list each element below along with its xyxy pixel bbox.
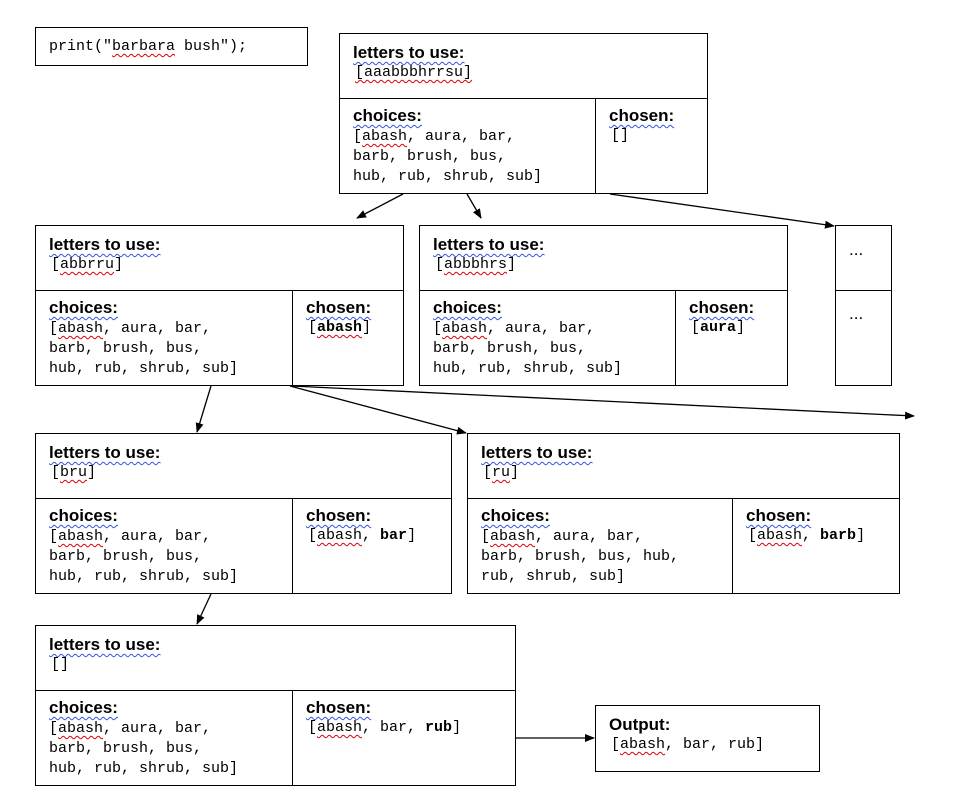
node-more: ... ... — [835, 225, 892, 386]
letters-cell: letters to use: [abbbhrs] — [420, 226, 787, 291]
letters-cell: letters to use: [bru] — [36, 434, 451, 499]
chosen-value: [abash, bar, rub] — [308, 719, 462, 736]
chosen-header: chosen: — [609, 106, 675, 125]
letters-cell: letters to use: [ru] — [468, 434, 899, 499]
chosen-header: chosen: — [306, 506, 372, 525]
node-barb: letters to use: [ru] choices: [abash, au… — [467, 433, 900, 594]
node-abash: letters to use: [abbrru] choices: [abash… — [35, 225, 404, 386]
ellipsis-bottom-cell: ... — [836, 291, 891, 385]
output-value: [abash, bar, rub] — [611, 736, 765, 753]
ellipsis-top: ... — [849, 240, 864, 259]
chosen-cell: chosen: [abash, bar, rub] — [293, 691, 515, 785]
letters-header: letters to use: — [49, 443, 161, 462]
arrow-root-to-more — [609, 193, 835, 229]
letters-header: letters to use: — [433, 235, 545, 254]
chosen-header: chosen: — [306, 298, 372, 317]
arrow-root-to-abash — [356, 193, 404, 219]
letters-value: [] — [51, 656, 70, 673]
choices-header: choices: — [481, 506, 550, 525]
chosen-value: [abash] — [308, 319, 372, 336]
choices-cell: choices: [abash, aura, bar,barb, brush, … — [468, 499, 733, 593]
chosen-value: [] — [611, 127, 630, 144]
chosen-cell: chosen: [] — [596, 99, 707, 193]
letters-value: [bru] — [51, 464, 97, 481]
letters-header: letters to use: — [481, 443, 593, 462]
chosen-value: [abash, bar] — [308, 527, 417, 544]
choices-cell: choices: [abash, aura, bar,barb, brush, … — [36, 499, 293, 593]
output-box: Output: [abash, bar, rub] — [595, 705, 820, 772]
chosen-value: [aura] — [691, 319, 746, 336]
letters-cell: letters to use: [abbrru] — [36, 226, 403, 291]
chosen-header: chosen: — [689, 298, 755, 317]
choices-cell: choices: [abash, aura, bar,barb, brush, … — [36, 691, 293, 785]
node-bar: letters to use: [bru] choices: [abash, a… — [35, 433, 452, 594]
ellipsis-top-cell: ... — [836, 226, 891, 291]
letters-value: [abbrru] — [51, 256, 124, 273]
arrow-abash-to-bar — [195, 385, 212, 433]
choices-list: [abash, aura, bar,barb, brush, bus,hub, … — [49, 720, 239, 777]
letters-header: letters to use: — [49, 635, 161, 654]
choices-header: choices: — [353, 106, 422, 125]
choices-header: choices: — [49, 298, 118, 317]
choices-list: [abash, aura, bar,barb, brush, bus,hub, … — [49, 528, 239, 585]
choices-list: [abash, aura, bar,barb, brush, bus,hub, … — [433, 320, 623, 377]
letters-value: [abbbhrs] — [435, 256, 517, 273]
node-aura: letters to use: [abbbhrs] choices: [abas… — [419, 225, 788, 386]
chosen-cell: chosen: [abash] — [293, 291, 403, 385]
letters-header: letters to use: — [353, 43, 465, 62]
chosen-value: [abash, barb] — [748, 527, 866, 544]
node-rub: letters to use: [] choices: [abash, aura… — [35, 625, 516, 786]
letters-value: [ru] — [483, 464, 520, 481]
choices-header: choices: — [49, 506, 118, 525]
ellipsis-bottom: ... — [849, 304, 864, 323]
letters-value: [aaabbbhrrsu] — [355, 64, 473, 81]
arrow-root-to-aura — [466, 193, 482, 219]
choices-header: choices: — [49, 698, 118, 717]
arrow-abash-to-offscreen — [291, 385, 915, 420]
choices-cell: choices: [abash, aura, bar,barb, brush, … — [420, 291, 676, 385]
chosen-cell: chosen: [aura] — [676, 291, 787, 385]
letters-cell: letters to use: [aaabbbhrrsu] — [340, 34, 707, 99]
output-header: Output: — [609, 715, 671, 734]
chosen-cell: chosen: [abash, bar] — [293, 499, 451, 593]
code-line: print("barbara bush"); — [49, 38, 248, 55]
node-root: letters to use: [aaabbbhrrsu] choices: [… — [339, 33, 708, 194]
code-box: print("barbara bush"); — [35, 27, 308, 66]
letters-cell: letters to use: [] — [36, 626, 515, 691]
letters-header: letters to use: — [49, 235, 161, 254]
arrow-bar-to-rub — [196, 593, 212, 625]
arrow-abash-to-barb — [289, 385, 467, 435]
choices-header: choices: — [433, 298, 502, 317]
choices-cell: choices: [abash, aura, bar,barb, brush, … — [340, 99, 596, 193]
chosen-header: chosen: — [306, 698, 372, 717]
chosen-cell: chosen: [abash, barb] — [733, 499, 899, 593]
chosen-header: chosen: — [746, 506, 812, 525]
choices-cell: choices: [abash, aura, bar,barb, brush, … — [36, 291, 293, 385]
choices-list: [abash, aura, bar,barb, brush, bus, hub,… — [481, 528, 680, 585]
choices-list: [abash, aura, bar,barb, brush, bus,hub, … — [49, 320, 239, 377]
choices-list: [abash, aura, bar,barb, brush, bus,hub, … — [353, 128, 543, 185]
